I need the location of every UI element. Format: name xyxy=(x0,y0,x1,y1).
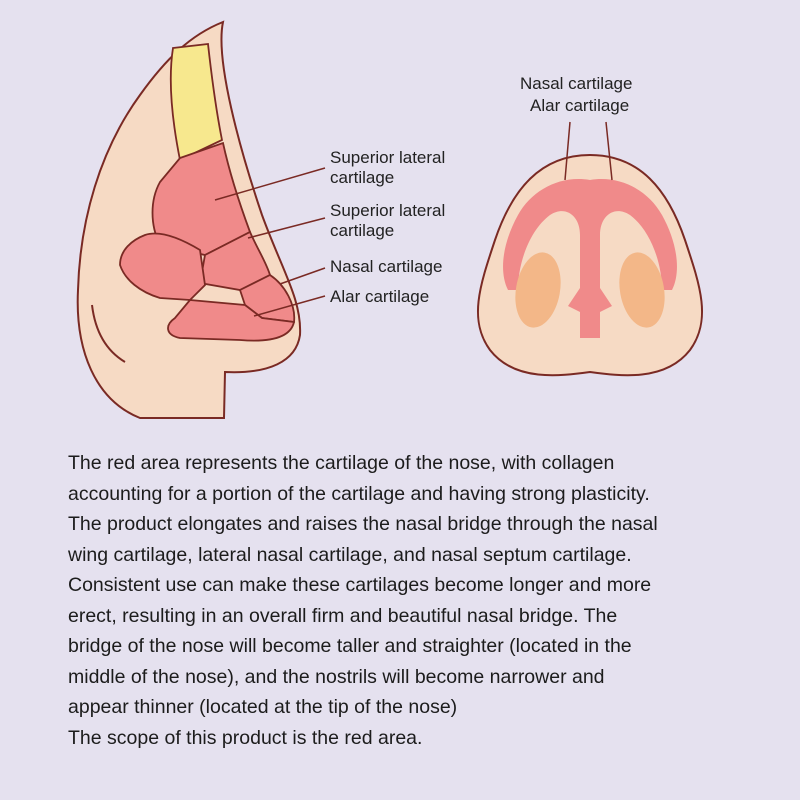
side-view-nose xyxy=(76,20,326,419)
label-nasal-cartilage-side: Nasal cartilage xyxy=(330,257,443,276)
description-line: middle of the nose), and the nostrils wi… xyxy=(68,665,605,688)
description-line: The red area represents the cartilage of… xyxy=(68,452,615,474)
description-line: appear thinner (located at the tip of th… xyxy=(68,696,458,718)
leader-line-bottom-1 xyxy=(564,121,571,181)
septal-cartilage xyxy=(119,232,206,301)
left-nostril xyxy=(515,252,561,328)
leader-line-3 xyxy=(279,267,326,285)
leader-line-2 xyxy=(247,217,326,239)
label-superior-lateral-cartilage-2: Superior lateral cartilage xyxy=(330,201,446,240)
description-line: bridge of the nose will become taller an… xyxy=(68,635,632,657)
description-line: wing cartilage, lateral nasal cartilage,… xyxy=(68,543,632,566)
description-line: accounting for a portion of the cartilag… xyxy=(68,482,650,505)
label-superior-lateral-cartilage-1: Superior lateral cartilage xyxy=(330,148,446,187)
label-alar-cartilage-side: Alar cartilage xyxy=(330,287,430,306)
leader-line-1 xyxy=(214,167,326,201)
lip-line xyxy=(91,304,126,363)
bottom-view-nose xyxy=(476,121,704,377)
label-nasal-cartilage-bottom: Nasal cartilage xyxy=(520,74,633,93)
alar-cartilage-bottom xyxy=(503,179,677,338)
nose-anatomy-diagram xyxy=(76,20,704,419)
description-line: Consistent use can make these cartilages… xyxy=(68,574,652,596)
right-nostril xyxy=(619,252,665,328)
description-line: The product elongates and raises the nas… xyxy=(68,513,658,535)
alar-cartilage-side xyxy=(167,299,296,342)
label-alar-cartilage-bottom: Alar cartilage xyxy=(530,96,630,115)
leader-line-bottom-2 xyxy=(605,121,613,181)
description-line: The scope of this product is the red are… xyxy=(68,726,423,749)
description-text: The red area represents the cartilage of… xyxy=(68,448,768,753)
leader-line-4 xyxy=(253,295,326,317)
description-line: erect, resulting in an overall firm and … xyxy=(68,604,618,627)
